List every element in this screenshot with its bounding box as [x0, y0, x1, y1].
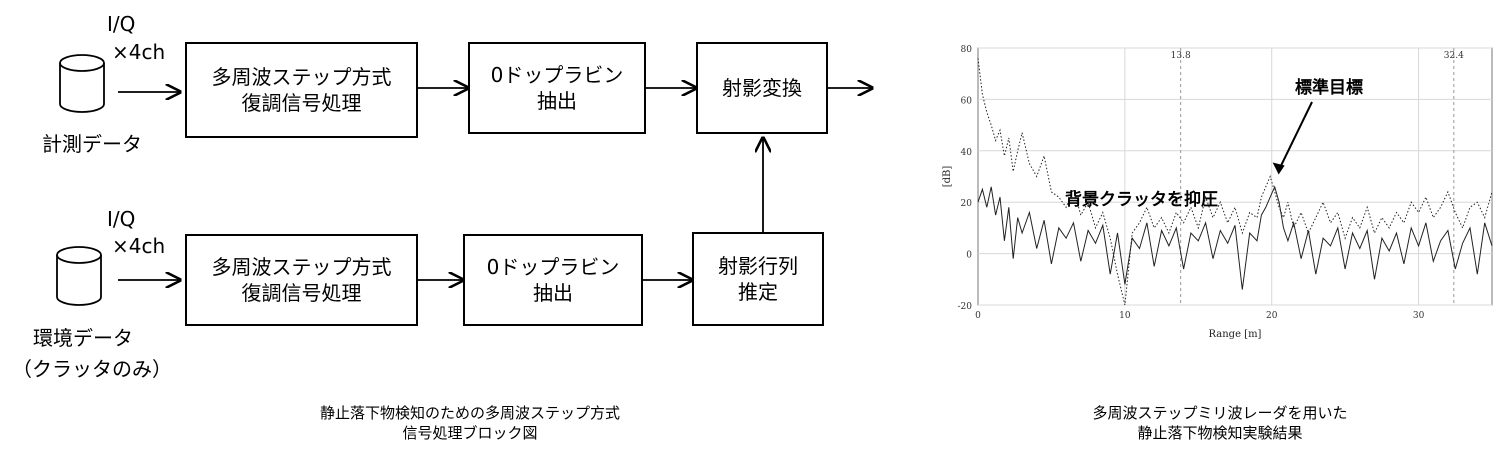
y-axis-label: [dB] — [942, 166, 953, 188]
top-demod-line2: 復調信号処理 — [241, 91, 362, 115]
top-demod-block: 多周波ステップ方式 復調信号処理 — [185, 42, 418, 138]
environment-data-label: 環境データ — [33, 326, 133, 350]
top-doppler-line2: 抽出 — [537, 89, 577, 113]
bottom-channel-count-label: ×4ch — [112, 234, 166, 258]
diagram-caption-line2: 信号処理ブロック図 — [402, 424, 538, 442]
top-channel-iq-label: I/Q — [107, 12, 136, 36]
bottom-doppler-line1: 0ドップラビン — [486, 255, 620, 279]
diagram-connectors — [56, 54, 900, 306]
x-tick-label: 10 — [1119, 311, 1131, 321]
projection-matrix-line2: 推定 — [738, 280, 778, 304]
reference-line-label: 13.8 — [1171, 51, 1191, 61]
projection-matrix-line1: 射影行列 — [718, 254, 798, 278]
bottom-doppler-line2: 抽出 — [533, 281, 573, 305]
annotation-arrowhead — [1272, 162, 1285, 175]
y-tick-label: 60 — [961, 96, 973, 106]
bottom-channel-iq-label: I/Q — [107, 207, 136, 231]
database-icon-environment — [56, 246, 102, 306]
projection-transform-block: 射影変換 — [696, 42, 828, 134]
series-line-solid — [977, 185, 1493, 290]
chart-caption-line1: 多周波ステップミリ波レーダを用いた — [1092, 404, 1348, 422]
x-tick-label: 0 — [975, 311, 981, 321]
annotation-clutter-suppressed: 背景クラッタを抑圧 — [1065, 189, 1218, 210]
plot-frame — [977, 47, 1493, 306]
y-tick-label: 20 — [961, 199, 973, 209]
bottom-demod-block: 多周波ステップ方式 復調信号処理 — [185, 234, 418, 326]
chart-caption-line2: 静止落下物検知実験結果 — [1137, 424, 1303, 442]
x-tick-label: 30 — [1413, 311, 1425, 321]
reference-line-label: 32.4 — [1444, 51, 1464, 61]
top-doppler-block: 0ドップラビン 抽出 — [468, 42, 646, 134]
annotation-standard-target: 標準目標 — [1295, 77, 1363, 98]
diagram-caption: 静止落下物検知のための多周波ステップ方式 信号処理ブロック図 — [285, 403, 655, 443]
bottom-demod-line2: 復調信号処理 — [241, 281, 362, 305]
projection-matrix-estimation-block: 射影行列 推定 — [692, 232, 824, 326]
top-channel-count-label: ×4ch — [112, 40, 166, 64]
diagram-caption-line1: 静止落下物検知のための多周波ステップ方式 — [319, 404, 620, 422]
y-tick-label: 40 — [961, 148, 973, 158]
x-tick-label: 20 — [1266, 311, 1278, 321]
bottom-doppler-block: 0ドップラビン 抽出 — [463, 234, 643, 326]
y-tick-label: 80 — [961, 45, 973, 55]
projection-transform-label: 射影変換 — [722, 76, 802, 100]
chart-caption: 多周波ステップミリ波レーダを用いた 静止落下物検知実験結果 — [1060, 403, 1380, 443]
measured-data-label: 計測データ — [42, 132, 142, 156]
x-axis-label: Range [m] — [1209, 329, 1262, 340]
y-tick-label: -20 — [958, 302, 973, 312]
annotation-arrow — [1277, 101, 1313, 171]
top-demod-line1: 多周波ステップ方式 — [211, 65, 392, 89]
series-line-dotted — [977, 58, 1493, 306]
bottom-demod-line1: 多周波ステップ方式 — [211, 255, 392, 279]
y-tick-label: 0 — [966, 251, 972, 261]
top-doppler-line1: 0ドップラビン — [490, 63, 624, 87]
database-icon-measured — [59, 54, 105, 113]
clutter-only-label: （クラッタのみ） — [12, 357, 172, 381]
